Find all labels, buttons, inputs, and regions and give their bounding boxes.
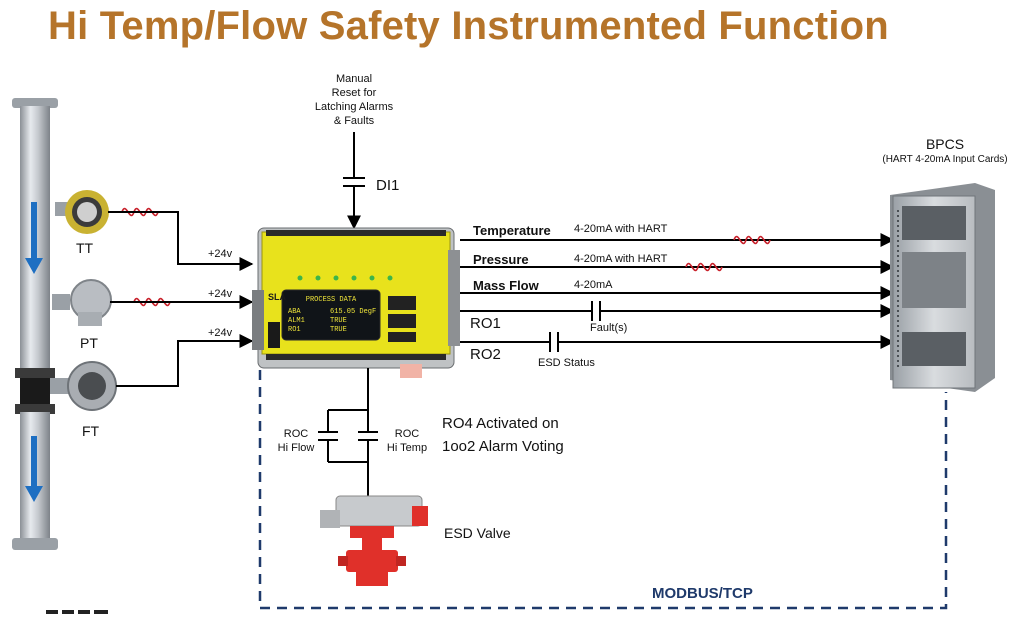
- modbus-tcp-network-line: [258, 370, 948, 610]
- ro1-label: RO1: [470, 315, 501, 332]
- pt-label: PT: [80, 335, 98, 351]
- input-wiring: [108, 211, 254, 387]
- module-display-tag: RO1: [288, 326, 301, 334]
- module-display-value: 615.05 DegF: [330, 308, 376, 316]
- ft-label: FT: [82, 423, 100, 439]
- roc-hi-temp-label: ROC: [395, 428, 420, 440]
- flow-direction-arrow-icon: [25, 202, 43, 274]
- supply-label: +24v: [208, 248, 233, 260]
- bpcs-cabinet-icon: [890, 183, 995, 392]
- module-display-header: PROCESS DATA: [306, 296, 357, 304]
- ro2-note: ESD Status: [538, 357, 595, 369]
- bpcs-subtitle: (HART 4-20mA Input Cards): [882, 154, 1007, 165]
- manual-reset-label: Latching Alarms: [315, 101, 394, 113]
- module-logo: SLA: [268, 292, 287, 302]
- pressure-signal-label: Pressure: [473, 252, 529, 267]
- ro4-note: 1oo2 Alarm Voting: [442, 438, 564, 455]
- ro1-note: Fault(s): [590, 322, 627, 334]
- tt-label: TT: [76, 240, 94, 256]
- di1-contact: [343, 132, 365, 230]
- di1-label: DI1: [376, 177, 399, 194]
- mass-flow-signal-label: Mass Flow: [473, 278, 540, 293]
- esd-valve-label: ESD Valve: [444, 525, 511, 541]
- flow-transmitter-icon: [50, 361, 117, 411]
- ro4-note: RO4 Activated on: [442, 415, 559, 432]
- ro2-label: RO2: [470, 346, 501, 363]
- page-title: Hi Temp/Flow Safety Instrumented Functio…: [48, 4, 889, 48]
- module-display-tag: ALM1: [288, 317, 305, 325]
- pressure-transmitter-icon: [52, 279, 112, 326]
- hart-signal-wave-icon: [685, 262, 723, 272]
- esd-valve-icon: [320, 495, 428, 586]
- pressure-signal-type: 4-20mA with HART: [574, 253, 668, 265]
- roc-hi-temp-label: Hi Temp: [387, 442, 427, 454]
- manual-reset-label: Reset for: [332, 87, 377, 99]
- temperature-transmitter-icon: [55, 190, 109, 234]
- temperature-signal-type: 4-20mA with HART: [574, 223, 668, 235]
- bpcs-label: BPCS: [926, 136, 964, 152]
- hart-signal-wave-icon: [733, 235, 771, 245]
- roc-hi-flow-label: ROC: [284, 428, 309, 440]
- output-wiring: [460, 233, 895, 352]
- roc-hi-flow-label: Hi Flow: [278, 442, 315, 454]
- sif-module: [252, 227, 460, 378]
- temperature-signal-label: Temperature: [473, 223, 551, 238]
- manual-reset-label: & Faults: [334, 115, 375, 127]
- manual-reset-label: Manual: [336, 73, 372, 85]
- supply-label: +24v: [208, 288, 233, 300]
- mass-flow-signal-type: 4-20mA: [574, 279, 613, 291]
- voting-contacts: [318, 368, 378, 498]
- module-display-tag: ABA: [288, 308, 301, 316]
- module-display-value: TRUE: [330, 326, 347, 334]
- modbus-tcp-label: MODBUS/TCP: [652, 585, 753, 602]
- supply-label: +24v: [208, 327, 233, 339]
- flow-direction-arrow-icon: [25, 436, 43, 502]
- module-display-value: TRUE: [330, 317, 347, 325]
